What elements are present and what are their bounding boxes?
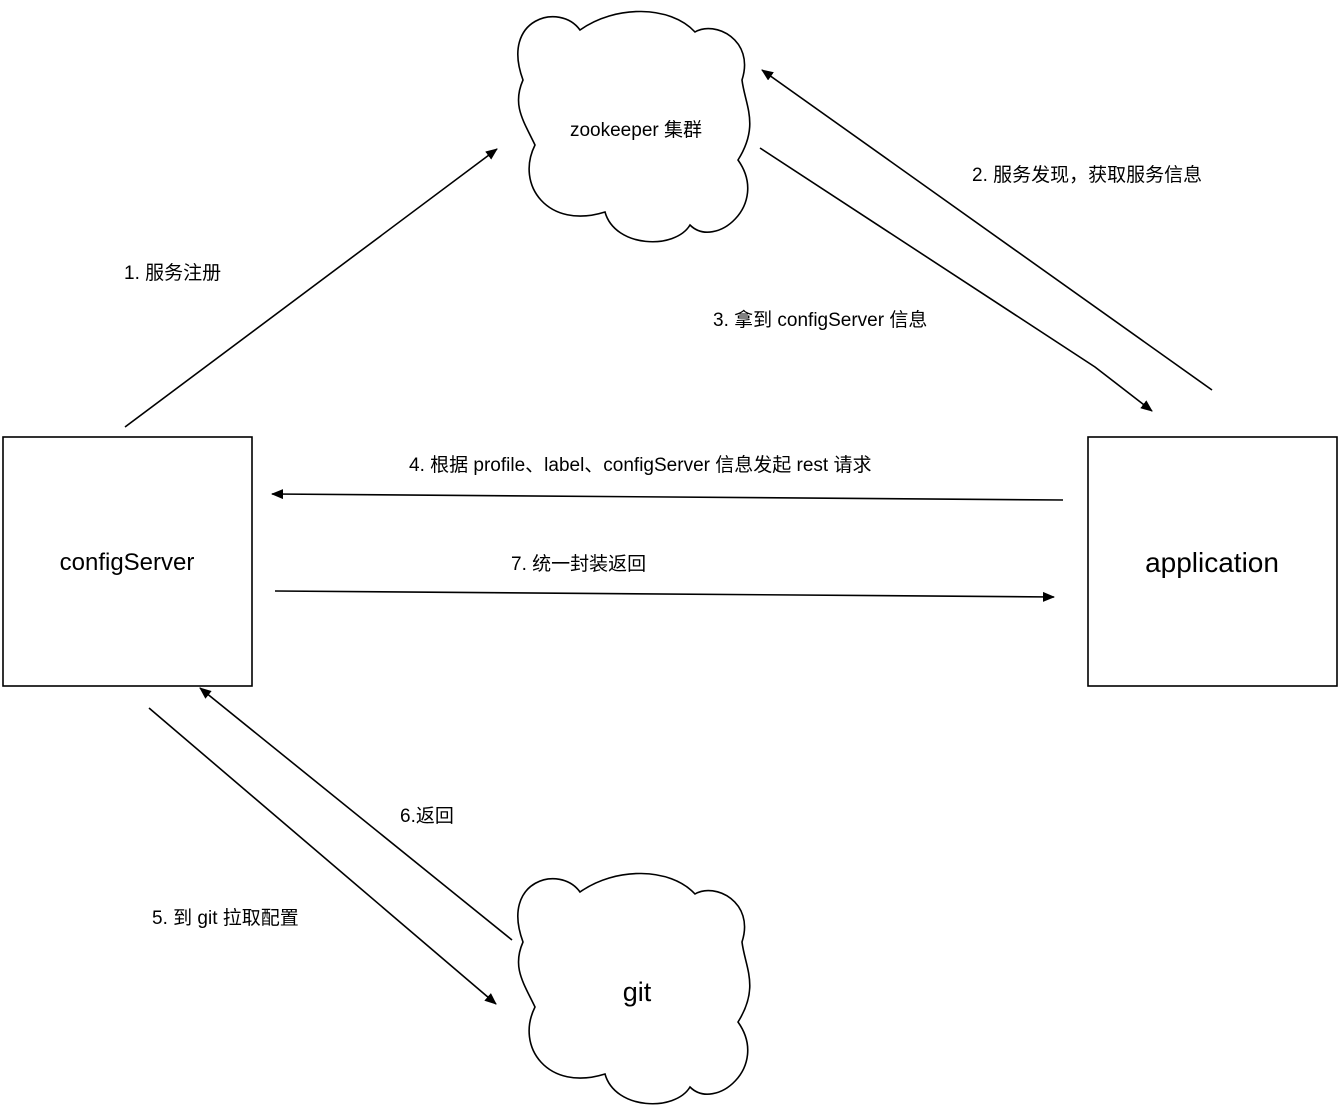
edge-rest-request-label: 4. 根据 profile、label、configServer 信息发起 re… bbox=[409, 454, 871, 476]
edge-service-discovery-label: 2. 服务发现，获取服务信息 bbox=[972, 164, 1202, 186]
zookeeper-cluster-node: zookeeper 集群 bbox=[517, 10, 751, 243]
edge-unified-return-label: 7. 统一封装返回 bbox=[511, 553, 646, 575]
edge-get-config-server-info-label: 3. 拿到 configServer 信息 bbox=[713, 308, 927, 331]
config-server-node: configServer bbox=[2, 436, 253, 687]
edge-get-config-server-info: 3. 拿到 configServer 信息 bbox=[713, 147, 1153, 412]
config-server-box bbox=[2, 436, 253, 687]
edge-service-register-arrow bbox=[124, 148, 498, 428]
edge-git-return-label: 6.返回 bbox=[400, 805, 454, 827]
edge-pull-from-git-label: 5. 到 git 拉取配置 bbox=[152, 907, 299, 929]
edge-rest-request: 4. 根据 profile、label、configServer 信息发起 re… bbox=[271, 454, 1064, 501]
git-cloud-shape bbox=[517, 872, 751, 1105]
edge-service-register: 1. 服务注册 bbox=[124, 148, 498, 428]
application-node: application bbox=[1087, 436, 1338, 687]
edge-git-return: 6.返回 bbox=[199, 687, 513, 941]
edge-pull-from-git: 5. 到 git 拉取配置 bbox=[148, 707, 497, 1005]
zookeeper-label: zookeeper 集群 bbox=[570, 119, 702, 141]
edge-rest-request-arrow bbox=[271, 489, 1064, 501]
zookeeper-cloud-shape bbox=[517, 10, 751, 243]
git-node: git bbox=[517, 872, 751, 1105]
edge-service-register-label: 1. 服务注册 bbox=[124, 262, 221, 284]
git-label: git bbox=[623, 977, 652, 1007]
edge-service-discovery-arrow bbox=[761, 69, 1213, 391]
edge-unified-return: 7. 统一封装返回 bbox=[274, 553, 1055, 602]
config-server-label: configServer bbox=[60, 549, 195, 576]
edge-git-return-arrow bbox=[199, 687, 513, 941]
edge-unified-return-arrow bbox=[274, 590, 1055, 602]
application-label: application bbox=[1145, 547, 1279, 578]
edge-service-discovery: 2. 服务发现，获取服务信息 bbox=[761, 69, 1213, 391]
edge-pull-from-git-arrow bbox=[148, 707, 497, 1005]
application-box bbox=[1087, 436, 1338, 687]
edge-get-config-server-info-arrow bbox=[759, 147, 1153, 412]
